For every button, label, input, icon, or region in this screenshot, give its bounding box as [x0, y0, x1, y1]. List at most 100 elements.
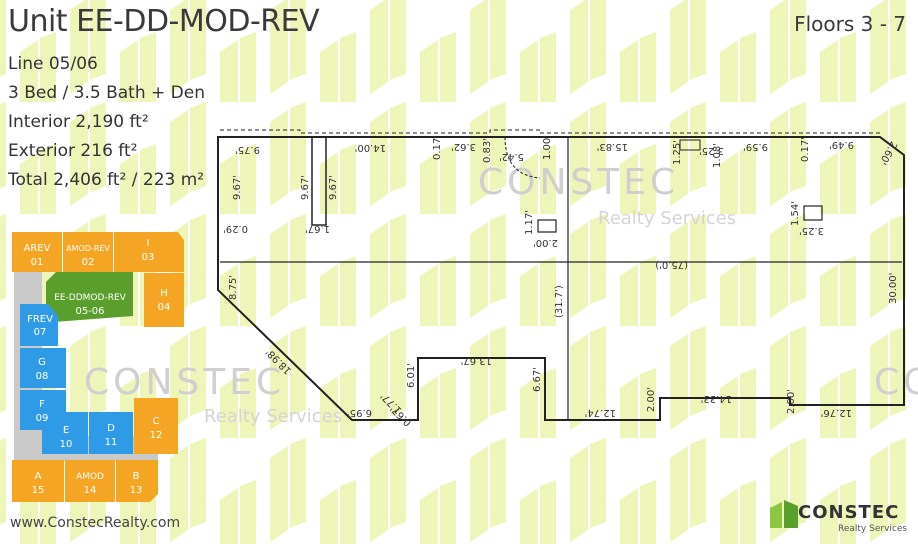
keyplan-num: 08 — [36, 371, 49, 382]
keyplan-code: AMOD-REV — [66, 244, 110, 253]
keyplan-unit-11 — [89, 412, 133, 454]
line-label: Line 05/06 — [8, 54, 98, 74]
keyplan-code: FREV — [27, 314, 53, 325]
keyplan-num: 04 — [158, 302, 171, 313]
dim-label: 9.59' — [743, 141, 768, 152]
interior-label: Interior 2,190 ft² — [8, 112, 149, 132]
dim-label: 0.17' — [432, 135, 443, 160]
watermark-sub: Realty Services — [598, 208, 737, 229]
dim-label: 5.42' — [499, 151, 524, 162]
keyplan-code: A — [35, 471, 42, 482]
keyplan-code: EE-DDMOD-REV — [54, 293, 126, 303]
keyplan-unit-05-06 — [46, 272, 133, 322]
keyplan-num: 11 — [105, 437, 118, 448]
keyplan-unit-15 — [12, 460, 64, 502]
column — [803, 205, 823, 221]
beds-label: 3 Bed / 3.5 Bath + Den — [8, 83, 206, 103]
keyplan-unit-04 — [144, 273, 184, 327]
dim-label: 1.54' — [790, 201, 801, 226]
keyplan-unit-02 — [63, 232, 113, 272]
keyplan-unit-01 — [12, 232, 62, 272]
keyplan-code: F — [39, 399, 45, 410]
dim-label: 1.17' — [524, 210, 535, 235]
dim-label: 6.95' — [347, 407, 372, 418]
dim-label: 3.25' — [799, 225, 824, 236]
dim-label: 1.25' — [672, 140, 683, 165]
keyplan-num: 13 — [130, 485, 143, 496]
logo-sub: Realty Services — [838, 524, 908, 534]
keyplan-code: H — [160, 288, 168, 299]
watermark-brand: CONSTEC — [84, 362, 286, 403]
dim-label: 2.60' — [877, 139, 899, 166]
dim-label: 9.49' — [829, 139, 854, 150]
keyplan-code: B — [133, 471, 140, 482]
keyplan-unit-12 — [134, 398, 178, 454]
dim-label: 3.25' — [699, 145, 724, 156]
dim-label: (31.7') — [554, 285, 565, 318]
dim-label: 9.67' — [328, 175, 339, 200]
dim-label: 12.74' — [585, 407, 616, 418]
keyplan-num: 14 — [84, 485, 97, 496]
keyplan-unit-10 — [42, 412, 88, 454]
dim-label: 13.67' — [461, 355, 492, 366]
constec-logo-icon — [770, 500, 798, 528]
keyplan-unit-13 — [116, 460, 158, 502]
keyplan-num: 07 — [34, 327, 47, 338]
keyplan-unit-07 — [20, 304, 58, 346]
door-arc — [504, 136, 541, 179]
dim-label: 30.00' — [888, 273, 899, 304]
dim-label: 6.01' — [406, 363, 417, 388]
dim-label: 14.33' — [701, 393, 732, 404]
dim-label: 2.00' — [786, 389, 797, 414]
keyplan-unit-03 — [114, 232, 184, 272]
dim-label: 9.67' — [232, 175, 243, 200]
keyplan-num: 12 — [150, 430, 163, 441]
total-label: Total 2,406 ft² / 223 m² — [8, 170, 205, 190]
dim-label: (75.0') — [655, 259, 688, 270]
keyplan-num: 10 — [60, 439, 73, 450]
watermark-sub: Realty Services — [204, 406, 343, 427]
watermark-brand: CONSTEC — [478, 162, 680, 203]
column — [537, 219, 557, 233]
dim-label: 9.75' — [235, 144, 260, 155]
exterior-dashed-line — [220, 129, 880, 134]
dim-label: 6.67' — [532, 367, 543, 392]
dim-label: 9.67' — [300, 175, 311, 200]
exterior-label: Exterior 216 ft² — [8, 141, 138, 161]
website-link[interactable]: www.ConstecRealty.com — [10, 515, 181, 531]
dim-label: 2.00' — [646, 387, 657, 412]
column — [311, 136, 327, 226]
unit-title: Unit EE-DD-MOD-REV — [8, 4, 320, 39]
keyplan-code: I — [147, 238, 150, 249]
dim-label: 1.08' — [712, 143, 723, 168]
keyplan-unit-08 — [20, 348, 66, 388]
keyplan-num: 09 — [36, 413, 49, 424]
keyplan-num: 05-06 — [75, 306, 104, 317]
keyplan-code: AREV — [24, 243, 51, 254]
dim-label: 14.00' — [355, 142, 386, 153]
dim-label: 15.83' — [597, 141, 628, 152]
dim-label: 0.29' — [223, 223, 248, 234]
dim-label: 1.67' — [305, 223, 330, 234]
dim-label: 3.62' — [451, 141, 476, 152]
keyplan-code: AMOD — [76, 472, 104, 482]
keyplan-code: D — [107, 423, 115, 434]
keyplan-unit-14 — [65, 460, 115, 502]
dim-label: 8.75' — [228, 275, 239, 300]
dim-label: 0.83' — [482, 138, 493, 163]
watermark-brand: CONSTEC — [874, 362, 918, 403]
keyplan-code: E — [63, 425, 69, 436]
dim-label: 0.17' — [800, 137, 811, 162]
floors-label: Floors 3 - 7 — [794, 12, 906, 36]
unit-details: Line 05/06 3 Bed / 3.5 Bath + Den Interi… — [8, 50, 205, 195]
unit-outline — [217, 136, 905, 421]
column — [679, 139, 701, 151]
dim-label: 1.00' — [542, 135, 553, 160]
key-plan: AREV 01 AMOD-REV 02 I 03 H 04 EE-DDMOD-R… — [12, 232, 184, 502]
keyplan-num: 15 — [32, 485, 45, 496]
keyplan-num: 01 — [31, 257, 44, 268]
keyplan-code: G — [38, 357, 46, 368]
keyplan-num: 02 — [82, 257, 95, 268]
keyplan-code: C — [153, 416, 160, 427]
